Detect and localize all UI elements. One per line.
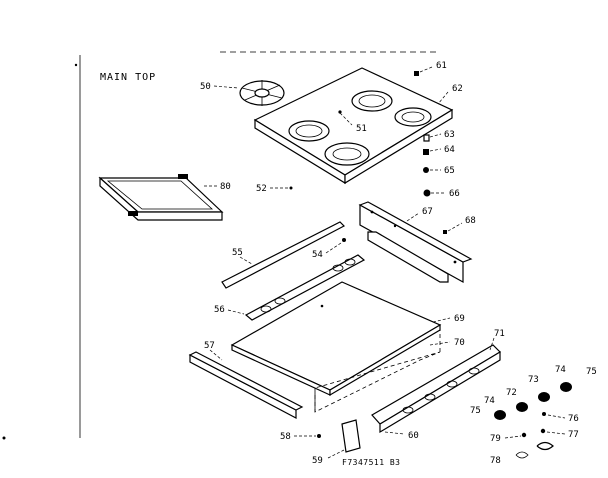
part-56-burner-rail [244,254,366,321]
part-78-bezel [515,451,529,459]
diagram-title: MAIN TOP [100,72,156,83]
label-59: 59 [312,456,323,466]
label-56: 56 [214,305,225,315]
label-60: 60 [408,431,419,441]
label-70: 70 [454,338,465,348]
label-58: 58 [280,432,291,442]
part-77-washer [540,428,546,434]
label-55: 55 [232,248,243,258]
label-79: 79 [490,434,501,444]
label-61: 61 [436,61,447,71]
label-54: 54 [312,250,323,260]
part-80-griddle [98,174,224,221]
label-77: 77 [568,430,579,440]
part-62-cooktop [253,67,454,185]
label-51: 51 [356,124,367,134]
part-knob-73 [538,392,550,402]
part-66 [423,189,431,197]
label-66: 66 [449,189,460,199]
burner-opening-rear-right [394,107,432,127]
part-64 [423,149,429,155]
label-72: 72 [506,388,517,398]
part-68-screw [443,230,447,234]
part-knob-left [494,410,506,420]
part-67-rear-bracket [358,201,473,284]
margin-dot [2,436,6,440]
part-52-screw [289,186,293,190]
part-knob-right [560,382,572,392]
label-71: 71 [494,329,505,339]
label-50: 50 [200,82,211,92]
label-73: 73 [528,375,539,385]
part-65 [423,167,429,173]
burner-opening-rear-left [351,90,393,112]
label-52: 52 [256,184,267,194]
part-79-spring [521,432,527,438]
part-59-bracket [341,419,361,453]
part-70-base-pan [314,330,441,413]
part-57-side-rail [188,351,304,419]
part-58-screw [317,434,321,438]
label-65: 65 [444,166,455,176]
label-75b: 75 [586,367,597,377]
label-62: 62 [452,84,463,94]
part-61-screw [414,71,419,76]
part-knob-72 [516,402,528,412]
label-75a: 75 [470,406,481,416]
label-74b: 74 [555,365,566,375]
label-69: 69 [454,314,465,324]
label-74a: 74 [484,396,495,406]
frame-dot [74,63,78,67]
label-80: 80 [220,182,231,192]
label-63: 63 [444,130,455,140]
label-68: 68 [465,216,476,226]
part-63 [423,134,430,142]
part-55-strip [221,221,346,289]
diagram-code: F7347511 B3 [342,458,400,467]
label-76: 76 [568,414,579,424]
label-64: 64 [444,145,455,155]
part-71-manifold-panel [371,344,501,434]
label-78: 78 [490,456,501,466]
part-69-burner-box [230,281,442,397]
part-bezel-right [536,441,554,451]
label-57: 57 [204,341,215,351]
part-50-burner-grate [239,80,285,106]
part-76-clip [542,412,546,416]
label-67: 67 [422,207,433,217]
part-54-clip [342,238,346,242]
burner-opening-front-right [324,142,370,166]
burner-opening-front-left [288,120,330,142]
